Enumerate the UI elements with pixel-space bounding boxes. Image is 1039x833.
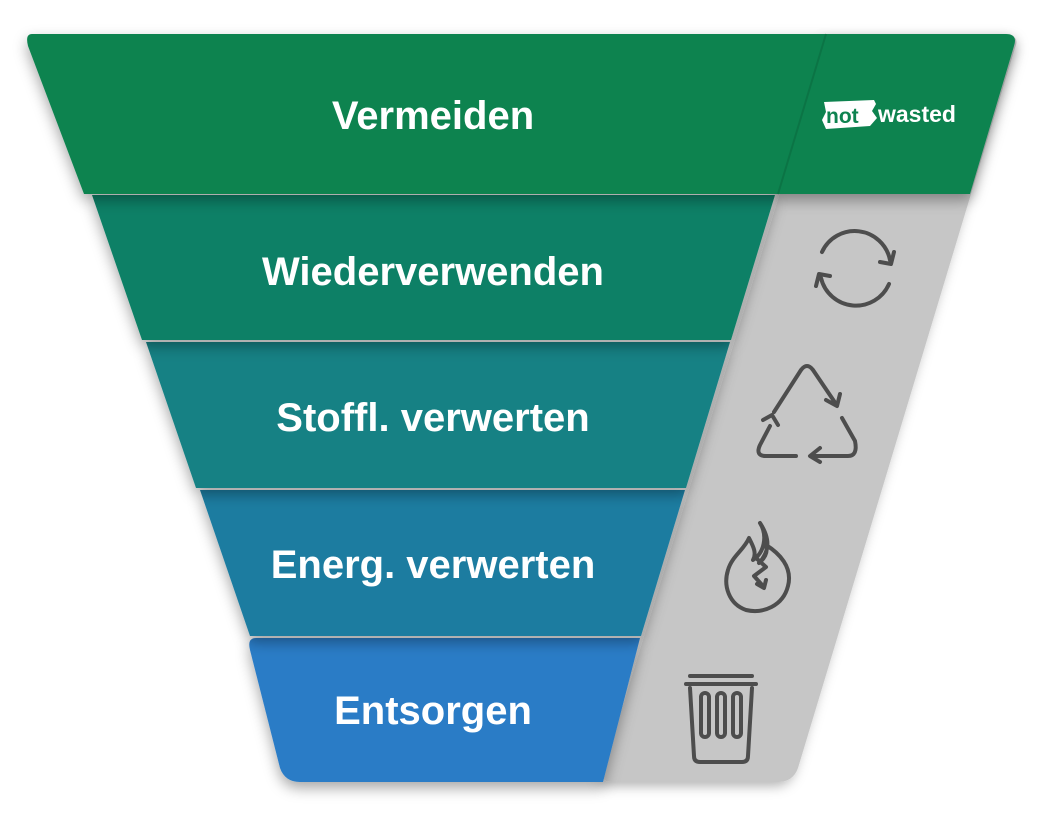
level-band-2: Wiederverwenden bbox=[92, 195, 775, 340]
trash-bin-icon bbox=[684, 674, 758, 764]
level-band-5-shape bbox=[249, 638, 640, 782]
logo-section-divider bbox=[777, 33, 827, 195]
level-band-1-shape bbox=[27, 34, 1016, 194]
level-band-3-shape bbox=[146, 342, 730, 488]
level-band-2-shape bbox=[92, 195, 775, 340]
side-panel bbox=[602, 36, 1017, 782]
logo-text-left: not bbox=[826, 105, 859, 128]
logo-tag-shape bbox=[822, 100, 877, 129]
level-label-5: Entsorgen bbox=[334, 689, 532, 733]
level-band-4-shape bbox=[200, 490, 685, 636]
level-band-5: Entsorgen bbox=[249, 638, 640, 782]
level-label-3: Stoffl. verwerten bbox=[276, 396, 589, 440]
logo-text-right: wasted bbox=[877, 101, 956, 127]
flame-icon bbox=[724, 521, 792, 613]
not-wasted-logo: not wasted bbox=[822, 100, 956, 129]
level-band-4: Energ. verwerten bbox=[200, 490, 685, 636]
level-band-3: Stoffl. verwerten bbox=[146, 342, 730, 488]
reuse-cycle-icon bbox=[814, 229, 896, 308]
level-band-1: Vermeiden bbox=[27, 34, 1016, 194]
level-label-2: Wiederverwenden bbox=[262, 250, 604, 294]
level-label-1: Vermeiden bbox=[332, 94, 534, 138]
level-label-4: Energ. verwerten bbox=[271, 543, 596, 587]
recycle-triangle-icon bbox=[756, 364, 858, 464]
